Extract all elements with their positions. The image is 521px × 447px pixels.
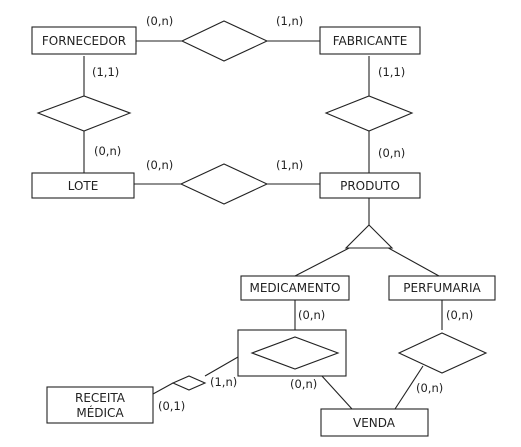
line-diamond-receita (152, 382, 174, 395)
cardinality-medicamento-venda-top: (0,n) (298, 308, 325, 322)
cardinality-perfumaria-venda-bottom: (0,n) (416, 381, 443, 395)
relationship-lote-produto (179, 163, 269, 205)
entity-receita-medica-box (46, 386, 154, 424)
relationship-fornecedor-lote (36, 95, 132, 132)
relationship-medicamento-venda (250, 336, 340, 370)
cardinality-receita-side: (1,n) (210, 375, 237, 389)
cardinality-fornecedor-lote-top: (1,1) (92, 65, 119, 79)
entity-lote-box (31, 172, 135, 199)
entity-lote-label: LOTE (68, 179, 99, 193)
entity-fornecedor-box (31, 26, 137, 55)
line-specialization-medicamento (294, 244, 356, 277)
cardinality-labels: (0,n) (1,n) (1,1) (0,n) (1,1) (0,n) (0,n… (92, 14, 473, 413)
entity-venda-box (320, 408, 429, 437)
line-relationship2-venda (394, 365, 424, 410)
cardinality-perfumaria-venda-top: (0,n) (446, 308, 473, 322)
relationship-receita-aggregation (171, 375, 207, 391)
cardinality-lote-produto-left: (0,n) (146, 158, 173, 172)
cardinality-fabricante-produto-top: (1,1) (378, 65, 405, 79)
entity-receita-medica-label-line2: MÉDICA (76, 405, 124, 420)
cardinality-receita-bottom: (0,1) (158, 399, 185, 413)
entity-perfumaria-label: PERFUMARIA (403, 281, 481, 295)
relationship-fabricante-produto (324, 95, 414, 132)
cardinality-fornecedor-lote-bottom: (0,n) (94, 144, 121, 158)
relationship-fornecedor-fabricante (180, 20, 269, 62)
entity-fornecedor-label: FORNECEDOR (42, 34, 126, 48)
entity-fabricante-box (319, 26, 421, 55)
specialization-triangle (344, 224, 394, 249)
cardinality-lote-produto-right: (1,n) (276, 158, 303, 172)
cardinality-fornecedor-fabricante-left: (0,n) (146, 14, 173, 28)
entity-perfumaria-box (388, 275, 496, 301)
relationship-perfumaria-venda (397, 332, 488, 374)
entity-produto-label: PRODUTO (340, 179, 400, 193)
entity-fabricante-label: FABRICANTE (333, 34, 408, 48)
relationship-lines (83, 40, 443, 410)
line-specialization-perfumaria (382, 244, 440, 277)
entity-produto-box (319, 172, 421, 199)
line-aggregation-receita (204, 356, 239, 377)
cardinality-medicamento-venda-bottom: (0,n) (290, 377, 317, 391)
cardinality-fornecedor-fabricante-right: (1,n) (276, 14, 303, 28)
entity-medicamento-label: MEDICAMENTO (250, 281, 341, 295)
entity-medicamento-box (240, 275, 350, 301)
cardinality-fabricante-produto-bottom: (0,n) (378, 146, 405, 160)
entity-venda-label: VENDA (353, 416, 396, 430)
entity-receita-medica-label-line1: RECEITA (75, 391, 126, 405)
